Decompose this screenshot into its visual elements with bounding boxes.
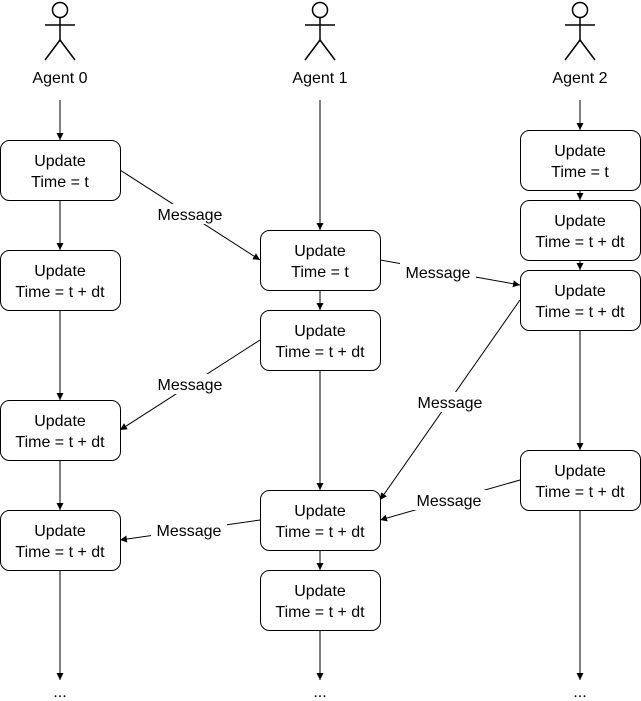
- update-box-agent-0-4: Update Time = t + dt: [0, 510, 121, 571]
- update-label: Update: [294, 503, 346, 520]
- time-label: Time = t + dt: [15, 284, 105, 301]
- update-box-agent-0-2: Update Time = t + dt: [0, 250, 121, 311]
- message-label: Message: [411, 490, 487, 510]
- message-label-text: Message: [418, 395, 483, 412]
- update-box-agent-2-3: Update Time = t + dt: [520, 270, 641, 331]
- update-box-agent-2-4: Update Time = t + dt: [520, 450, 641, 511]
- update-label: Update: [554, 143, 606, 160]
- message-label-text: Message: [158, 207, 223, 224]
- update-box-agent-1-3: Update Time = t + dt: [260, 490, 381, 551]
- continuation-ellipsis: ...: [53, 684, 66, 701]
- actor-agent-1: Agent 1: [292, 1, 348, 87]
- time-label: Time = t: [31, 174, 89, 191]
- update-label: Update: [34, 523, 86, 540]
- message-label: Message: [400, 262, 476, 282]
- stick-figure-icon: [564, 1, 596, 61]
- time-label: Time = t: [291, 264, 349, 281]
- message-label-text: Message: [157, 523, 222, 540]
- update-label: Update: [554, 283, 606, 300]
- update-box-agent-0-1: Update Time = t: [0, 140, 121, 201]
- update-label: Update: [554, 213, 606, 230]
- update-label: Update: [34, 153, 86, 170]
- update-label: Update: [294, 583, 346, 600]
- message-label: Message: [152, 374, 228, 394]
- update-box-agent-1-1: Update Time = t: [260, 230, 381, 291]
- time-label: Time = t: [551, 164, 609, 181]
- time-label: Time = t + dt: [15, 544, 105, 561]
- message-label: Message: [412, 392, 488, 412]
- actor-agent-0: Agent 0: [32, 1, 88, 87]
- update-label: Update: [554, 463, 606, 480]
- update-label: Update: [34, 413, 86, 430]
- update-label: Update: [294, 243, 346, 260]
- time-label: Time = t + dt: [275, 604, 365, 621]
- continuation-ellipsis: ...: [573, 684, 586, 701]
- update-label: Update: [34, 263, 86, 280]
- update-box-agent-2-2: Update Time = t + dt: [520, 200, 641, 261]
- message-label-text: Message: [406, 265, 471, 282]
- actor-agent-2: Agent 2: [552, 1, 608, 87]
- message-label: Message: [151, 520, 227, 540]
- time-label: Time = t + dt: [535, 304, 625, 321]
- actor-label: Agent 0: [32, 70, 87, 87]
- continuation-ellipsis: ...: [313, 684, 326, 701]
- message-label-text: Message: [417, 493, 482, 510]
- message-label: Message: [152, 204, 228, 224]
- stick-figure-icon: [304, 1, 336, 61]
- update-label: Update: [294, 323, 346, 340]
- actor-label: Agent 1: [292, 70, 347, 87]
- update-box-agent-1-2: Update Time = t + dt: [260, 310, 381, 371]
- update-box-agent-1-4: Update Time = t + dt: [260, 570, 381, 631]
- update-box-agent-0-3: Update Time = t + dt: [0, 400, 121, 461]
- time-label: Time = t + dt: [275, 524, 365, 541]
- update-box-agent-2-1: Update Time = t: [520, 130, 641, 191]
- time-label: Time = t + dt: [535, 234, 625, 251]
- time-label: Time = t + dt: [535, 484, 625, 501]
- actor-label: Agent 2: [552, 70, 607, 87]
- time-label: Time = t + dt: [275, 344, 365, 361]
- message-label-text: Message: [158, 377, 223, 394]
- time-label: Time = t + dt: [15, 434, 105, 451]
- stick-figure-icon: [44, 1, 76, 61]
